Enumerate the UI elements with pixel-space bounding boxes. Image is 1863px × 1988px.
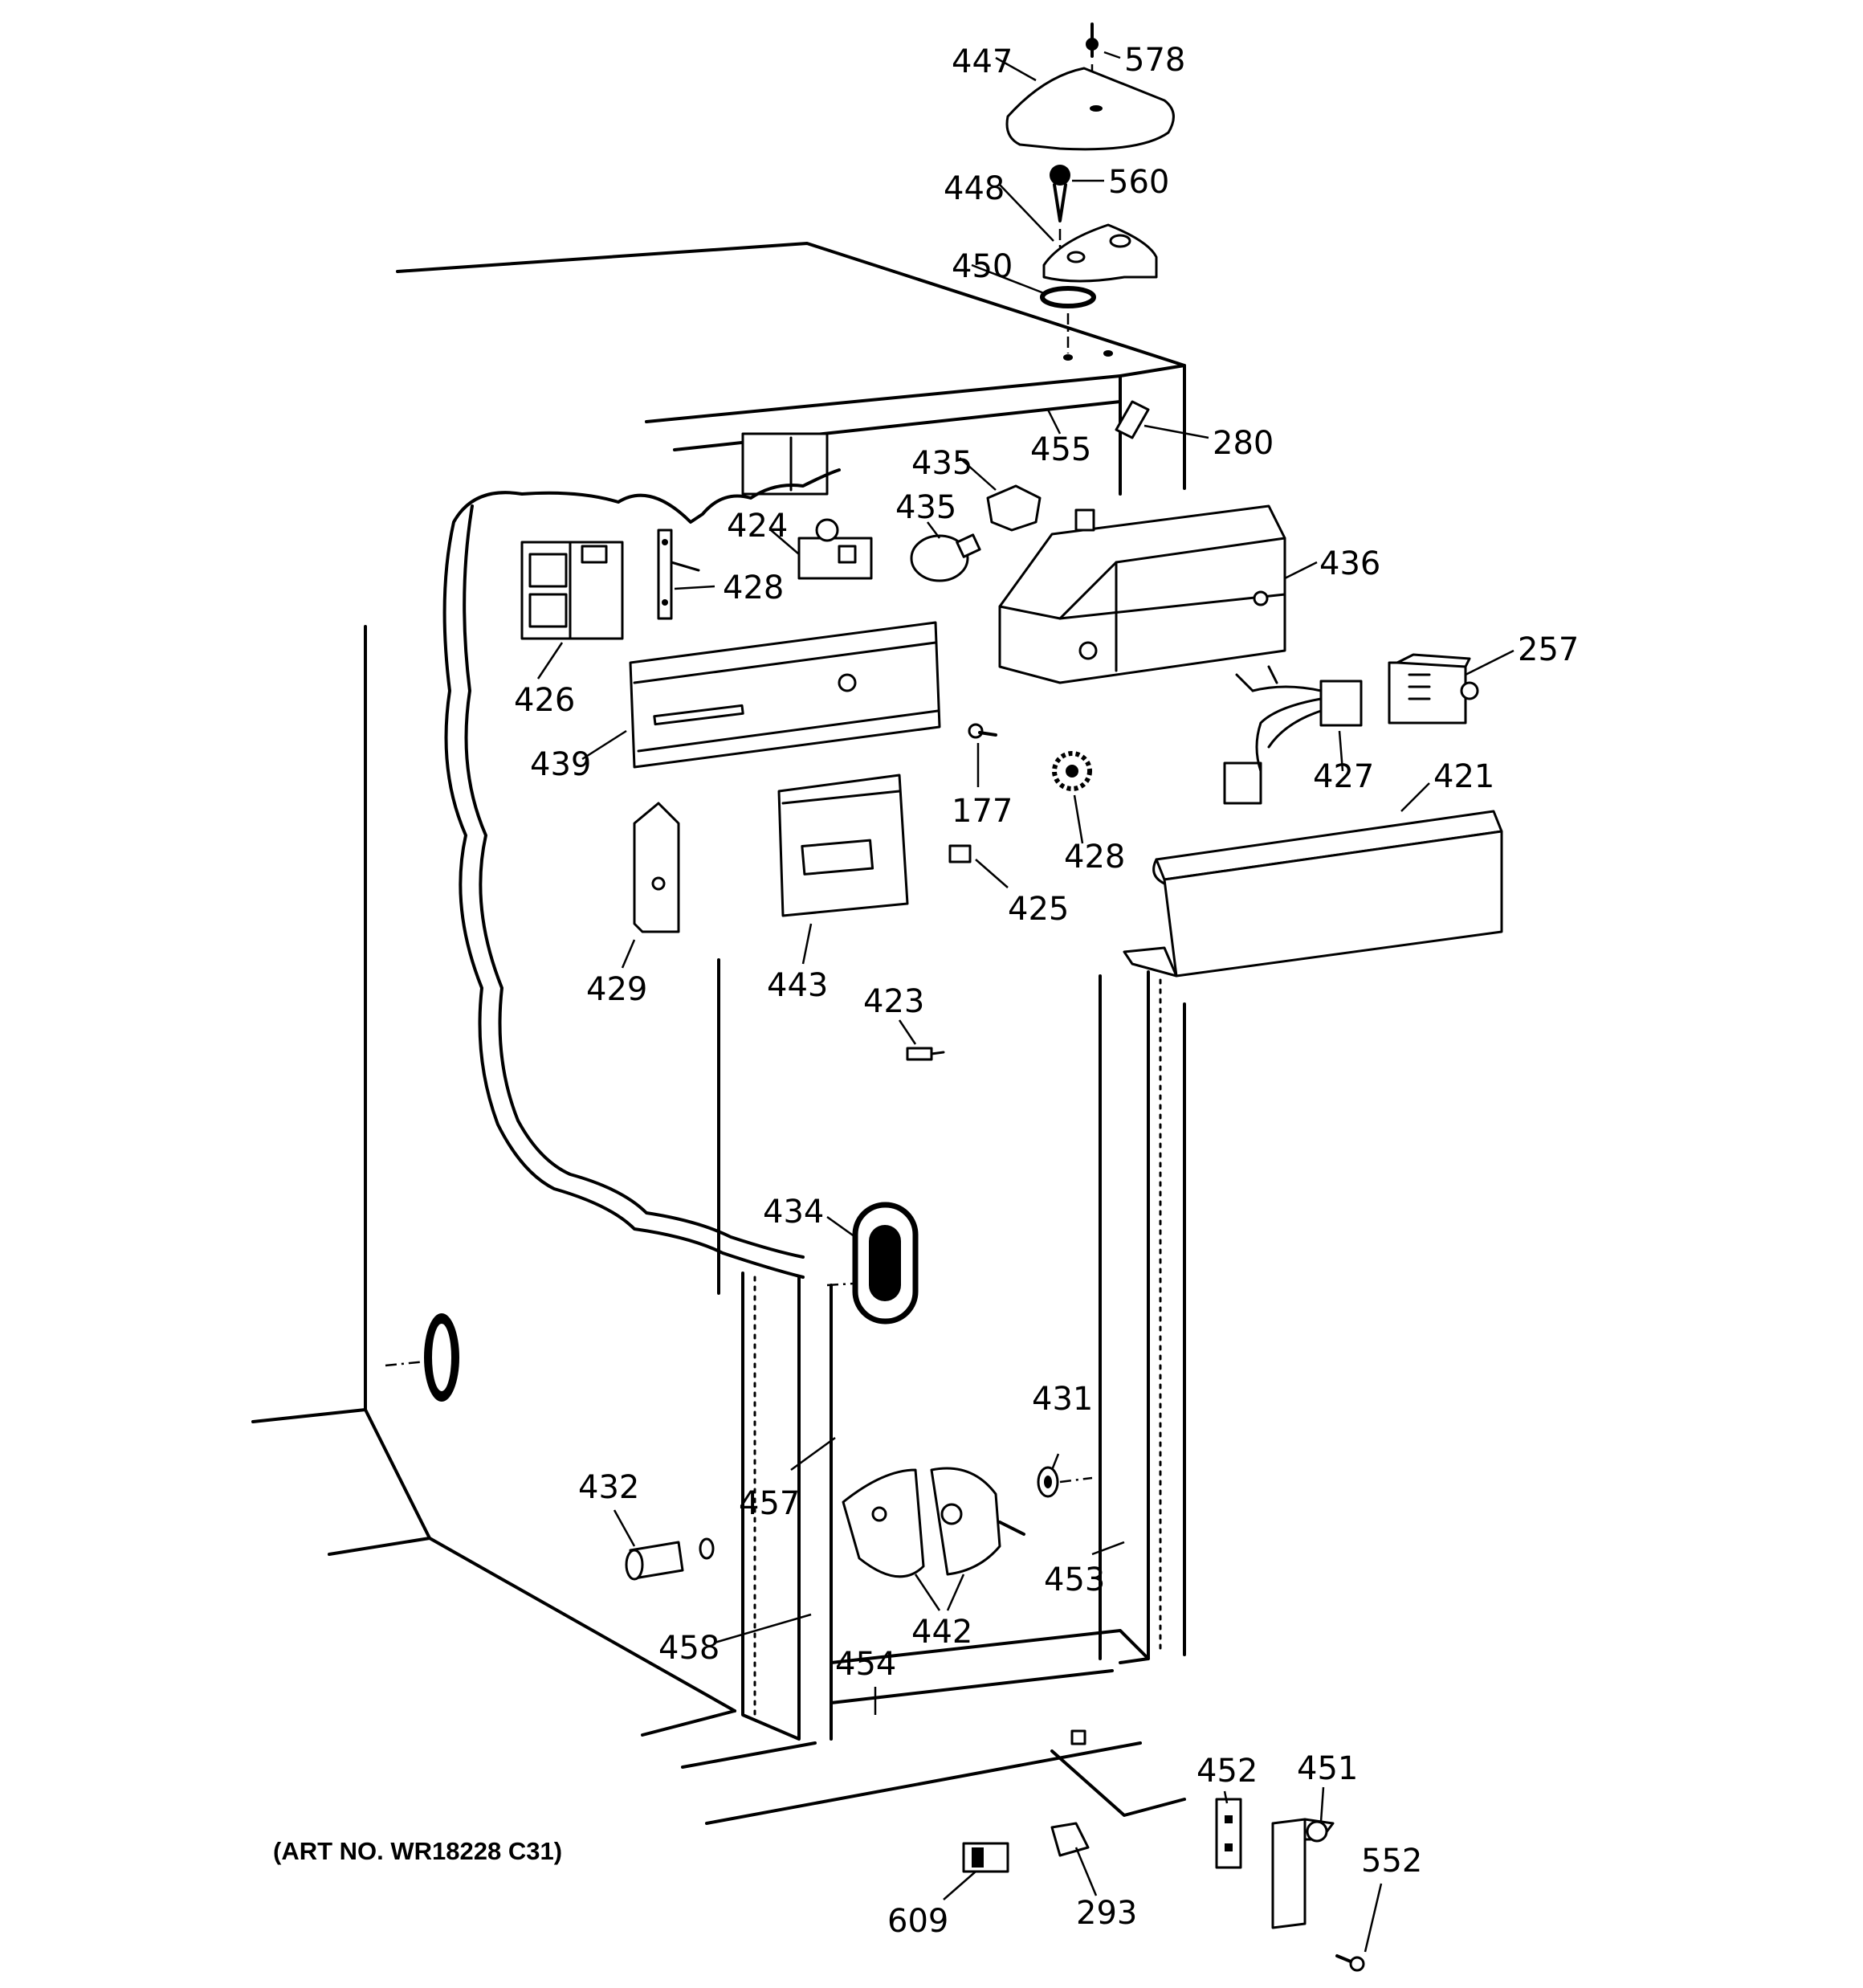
callout-428-gear: 428 [1064, 839, 1125, 876]
callout-451: 451 [1297, 1750, 1358, 1787]
callout-257: 257 [1518, 631, 1579, 668]
callout-448: 448 [944, 170, 1005, 207]
callout-454: 454 [835, 1646, 896, 1683]
part-435-light-bulb [910, 533, 981, 582]
callout-560: 560 [1108, 164, 1169, 201]
part-280-clip [1115, 400, 1150, 439]
part-432-bushing [625, 1537, 715, 1581]
part-428-gear [1052, 751, 1092, 791]
callout-293: 293 [1076, 1895, 1137, 1932]
callout-426: 426 [514, 682, 575, 719]
callout-421: 421 [1433, 758, 1494, 795]
callout-432: 432 [578, 1469, 639, 1506]
part-451-bottom-hinge [1271, 1818, 1335, 1929]
part-450-shim [1040, 286, 1096, 308]
part-425-clip [948, 844, 972, 863]
part-443-control-bracket [777, 774, 909, 917]
callout-450: 450 [952, 248, 1013, 285]
callout-552: 552 [1361, 1843, 1422, 1880]
part-177-screw [968, 723, 997, 739]
part-427-wire-harness [1223, 665, 1363, 805]
callout-455: 455 [1030, 431, 1091, 468]
callout-427: 427 [1313, 758, 1374, 795]
callout-428-bracket: 428 [723, 569, 784, 606]
callout-labels: 447 578 448 560 450 455 280 435 435 424 … [273, 42, 1579, 1940]
callout-424: 424 [727, 508, 788, 545]
part-439-mounting-rail [629, 621, 941, 769]
callout-447: 447 [952, 43, 1013, 80]
part-431-bushing [1037, 1466, 1093, 1498]
callout-435-bulb: 435 [895, 489, 956, 526]
callout-442: 442 [911, 1614, 972, 1651]
part-435-light-socket [986, 484, 1042, 532]
part-423-fastener [906, 1047, 945, 1061]
callout-435-socket: 435 [911, 445, 972, 482]
callout-436: 436 [1319, 545, 1380, 582]
part-429-bracket [633, 802, 680, 933]
callout-458: 458 [658, 1630, 720, 1667]
callout-457: 457 [739, 1485, 800, 1522]
callout-280: 280 [1213, 425, 1274, 462]
part-421-trim-rail [1123, 810, 1503, 978]
callout-443: 443 [767, 967, 828, 1004]
callout-434: 434 [763, 1194, 824, 1231]
callout-423: 423 [863, 983, 924, 1020]
side-vent-grille [385, 1313, 459, 1402]
part-426-switch-housing [520, 541, 624, 640]
part-428-bracket [657, 529, 700, 620]
part-442-damper-control [842, 1467, 1025, 1578]
part-257-defrost-timer [1388, 653, 1479, 725]
callout-429: 429 [586, 971, 647, 1008]
part-434-vent-grille [826, 1202, 919, 1325]
art-number: (ART NO. WR18228 C31) [273, 1837, 562, 1865]
cabinet-outline [251, 242, 1186, 1825]
part-452-plate [1215, 1798, 1242, 1869]
part-609-switch [962, 1842, 1009, 1873]
callout-453: 453 [1044, 1561, 1105, 1598]
part-293-clip [1050, 1822, 1090, 1857]
cutaway-outline [442, 468, 841, 1279]
part-424-switch [797, 518, 873, 580]
callout-177: 177 [952, 793, 1013, 830]
door-frame-posts [741, 970, 1186, 1817]
callout-425: 425 [1008, 891, 1069, 928]
part-436-light-housing [998, 504, 1286, 684]
leader-lines [536, 51, 1514, 1953]
callout-452: 452 [1196, 1753, 1258, 1790]
callout-439: 439 [530, 746, 591, 783]
part-552-screw [1335, 1954, 1365, 1972]
callout-431: 431 [1032, 1381, 1093, 1418]
callout-578: 578 [1124, 42, 1185, 79]
callout-609: 609 [887, 1903, 948, 1940]
